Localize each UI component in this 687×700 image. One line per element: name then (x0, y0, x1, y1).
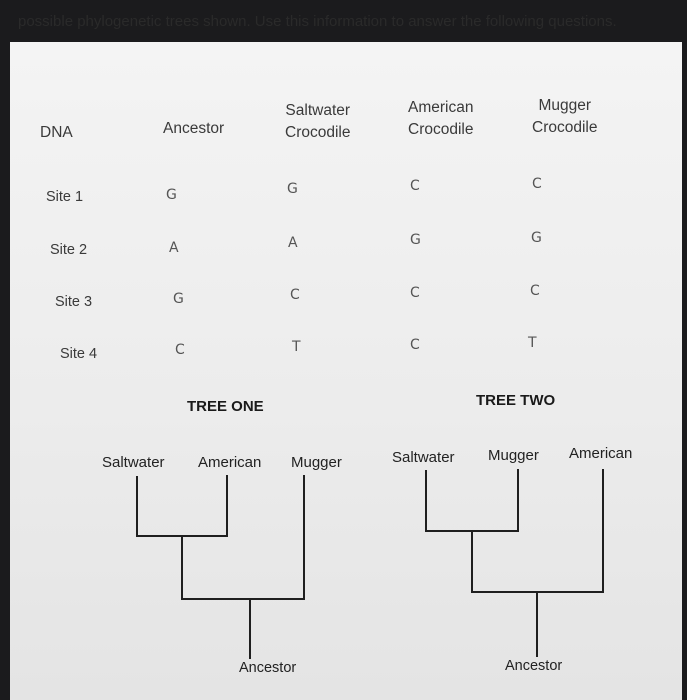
cell-site4-mugger: T (528, 335, 537, 351)
tree-two-branches (425, 469, 604, 657)
cell-site1-mugger: C (532, 176, 542, 192)
cell-site3-mugger: C (530, 283, 540, 299)
cell-site3-saltwater: C (290, 287, 300, 303)
header-mugger-line2: Crocodile (532, 119, 598, 137)
header-mugger: Mugger Crocodile (532, 95, 597, 140)
cell-site4-saltwater: T (292, 339, 301, 355)
row-label-site3: Site 3 (55, 294, 93, 310)
tree-one-leaf-american: American (198, 454, 262, 471)
tree-one-branches (136, 475, 305, 659)
worksheet-page (10, 42, 682, 700)
header-american: American Crocodile (408, 97, 473, 142)
row-label-site4: Site 4 (60, 346, 98, 362)
cell-site2-ancestor: A (169, 240, 179, 256)
cell-site2-saltwater: A (288, 235, 298, 251)
cell-site3-ancestor: G (173, 291, 184, 307)
tree-two-leaf-american: American (569, 445, 633, 462)
header-mugger-line1: Mugger (538, 97, 592, 114)
tree-one-outer-clade (181, 475, 305, 600)
tree-one-inner-clade (136, 475, 228, 537)
tree-two-root-label: Ancestor (505, 658, 563, 674)
tree-two-leaf-saltwater: Saltwater (392, 449, 455, 466)
header-american-line2: Crocodile (408, 121, 474, 139)
cell-site2-american: G (410, 232, 421, 248)
tree-one-title: TREE ONE (187, 398, 264, 415)
header-american-line1: American (408, 99, 474, 116)
tree-two-leaf-mugger: Mugger (488, 447, 539, 464)
header-dna: DNA (40, 124, 73, 141)
header-saltwater: Saltwater Crocodile (285, 100, 350, 145)
header-saltwater-line2: Crocodile (285, 124, 351, 142)
row-label-site1: Site 1 (46, 189, 84, 205)
header-ancestor: Ancestor (163, 120, 225, 137)
tree-two-title: TREE TWO (476, 392, 556, 409)
cell-site1-saltwater: G (287, 181, 298, 197)
row-label-site2: Site 2 (50, 242, 88, 258)
cell-site4-ancestor: C (175, 342, 185, 358)
cell-site1-american: C (410, 178, 420, 194)
header-saltwater-line1: Saltwater (285, 102, 351, 119)
tree-one-root-label: Ancestor (239, 660, 297, 676)
cell-site1-ancestor: G (166, 187, 177, 203)
cell-site2-mugger: G (531, 230, 542, 246)
intro-text: possible phylogenetic trees shown. Use t… (18, 13, 617, 30)
cell-site3-american: C (410, 285, 420, 301)
tree-one-leaf-saltwater: Saltwater (102, 454, 165, 471)
tree-one-leaf-mugger: Mugger (291, 454, 342, 471)
cell-site4-american: C (410, 337, 420, 353)
tree-two-inner-clade (425, 469, 519, 532)
